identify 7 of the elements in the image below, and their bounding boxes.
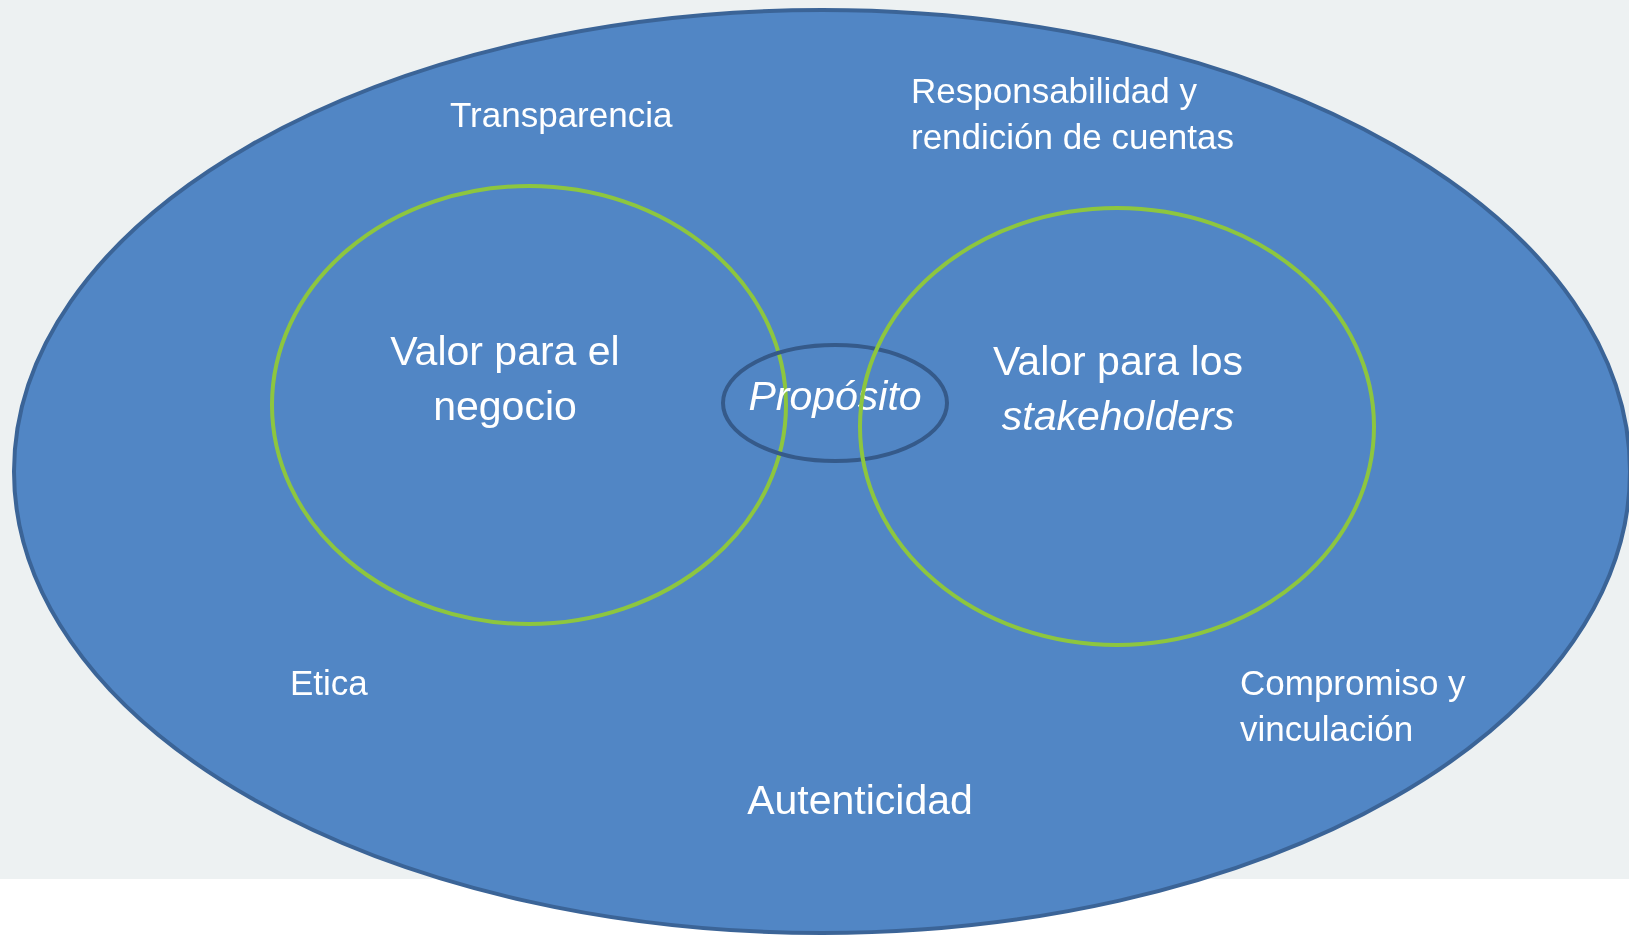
circle-label: Valor para los stakeholders (992, 337, 1244, 442)
value-label: Compromiso y vinculación (1240, 662, 1467, 750)
circle-label: Valor para el negocio (389, 327, 621, 432)
value-label: Autenticidad (746, 776, 974, 825)
value-label: Responsabilidad y rendición de cuentas (911, 70, 1235, 158)
value-label: Transparencia (450, 94, 674, 136)
value-label: Etica (290, 662, 369, 704)
